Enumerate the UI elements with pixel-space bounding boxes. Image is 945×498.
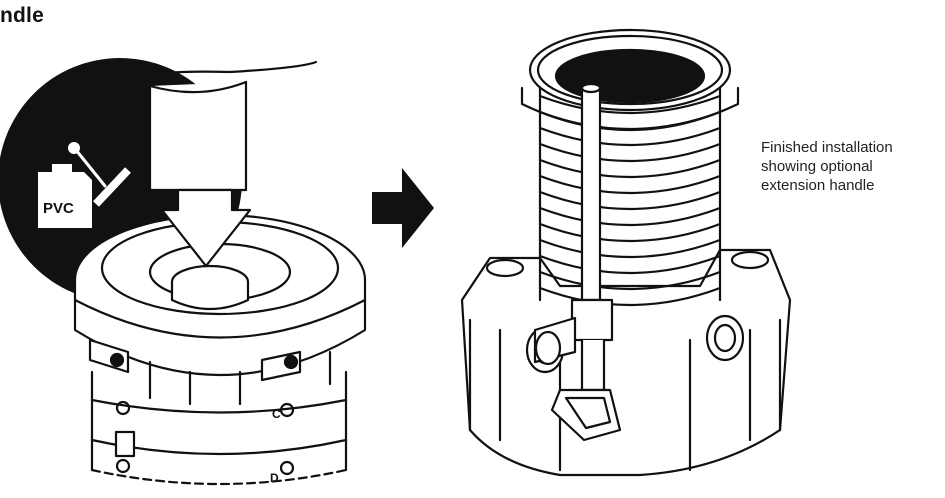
caption: Finished installation showing optional e… <box>761 138 945 195</box>
pvc-badge-label: PVC <box>43 200 74 217</box>
left-figure-lid-installation <box>0 58 367 486</box>
caption-line: showing optional <box>761 158 873 175</box>
direction-arrow <box>372 168 434 248</box>
caption-line: extension handle <box>761 177 875 194</box>
port-label-d: D <box>270 471 279 485</box>
riser-ribs <box>538 94 722 307</box>
port-label-c: C <box>272 407 281 421</box>
right-figure-finished-installation <box>460 28 792 477</box>
pvc-cement-icon <box>38 142 131 228</box>
caption-line: Finished installation <box>761 139 893 156</box>
section-heading: ndle <box>0 4 44 27</box>
